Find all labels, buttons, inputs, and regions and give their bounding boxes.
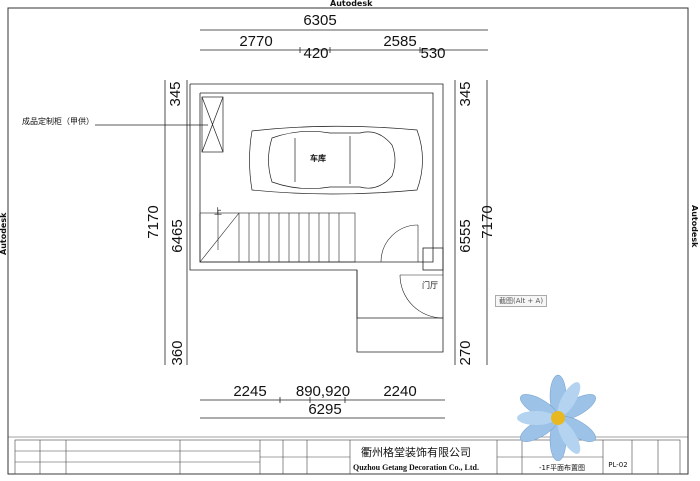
dim-top-b: 420 [303,45,328,62]
dim-bottom-a: 2245 [233,383,266,400]
stairs-up-label: 上 [214,207,222,216]
dim-left-total: 7170 [145,205,162,238]
company-name-cn: 衢州格堂装饰有限公司 [361,445,471,459]
dim-top-d: 530 [420,45,445,62]
watermark-left: Autodesk [0,212,8,255]
company-name-en: Quzhou Getang Decoration Co., Ltd. [353,463,479,472]
cabinet-callout: 成品定制柜（甲供） [22,116,94,126]
dim-top-c: 2585 [383,33,416,50]
drawing-name: -1F平面布置图 [539,463,585,472]
dim-bottom-c: 2240 [383,383,416,400]
dim-right-top: 345 [457,81,474,106]
dim-top-a: 2770 [239,33,272,50]
dim-right-total: 7170 [479,205,496,238]
dim-left-mid: 6465 [169,219,186,252]
cabinet [95,96,224,153]
dim-left-top: 345 [167,81,184,106]
dim-right-bottom: 270 [457,340,474,365]
dim-bottom-total: 6295 [308,401,341,418]
dim-left-bottom: 360 [169,340,186,365]
doors [380,224,444,319]
watermark-right: Autodesk [690,205,699,248]
car [249,125,423,195]
room-label-garage: 车库 [310,153,326,163]
dim-top-total: 6305 [303,12,336,29]
dim-bottom-b: 890,920 [296,383,350,400]
flower-image [517,374,596,462]
drawing-name-backing [528,461,598,472]
drawing-number: PL-02 [608,461,627,469]
room-label-foyer: 门厅 [422,280,438,290]
stairs [199,210,356,263]
dim-right-mid: 6555 [457,219,474,252]
dimension-lines [164,29,488,419]
screenshot-tooltip: 截图(Alt + A) [495,295,548,307]
watermark-top: Autodesk [330,0,373,8]
walls [189,83,444,353]
